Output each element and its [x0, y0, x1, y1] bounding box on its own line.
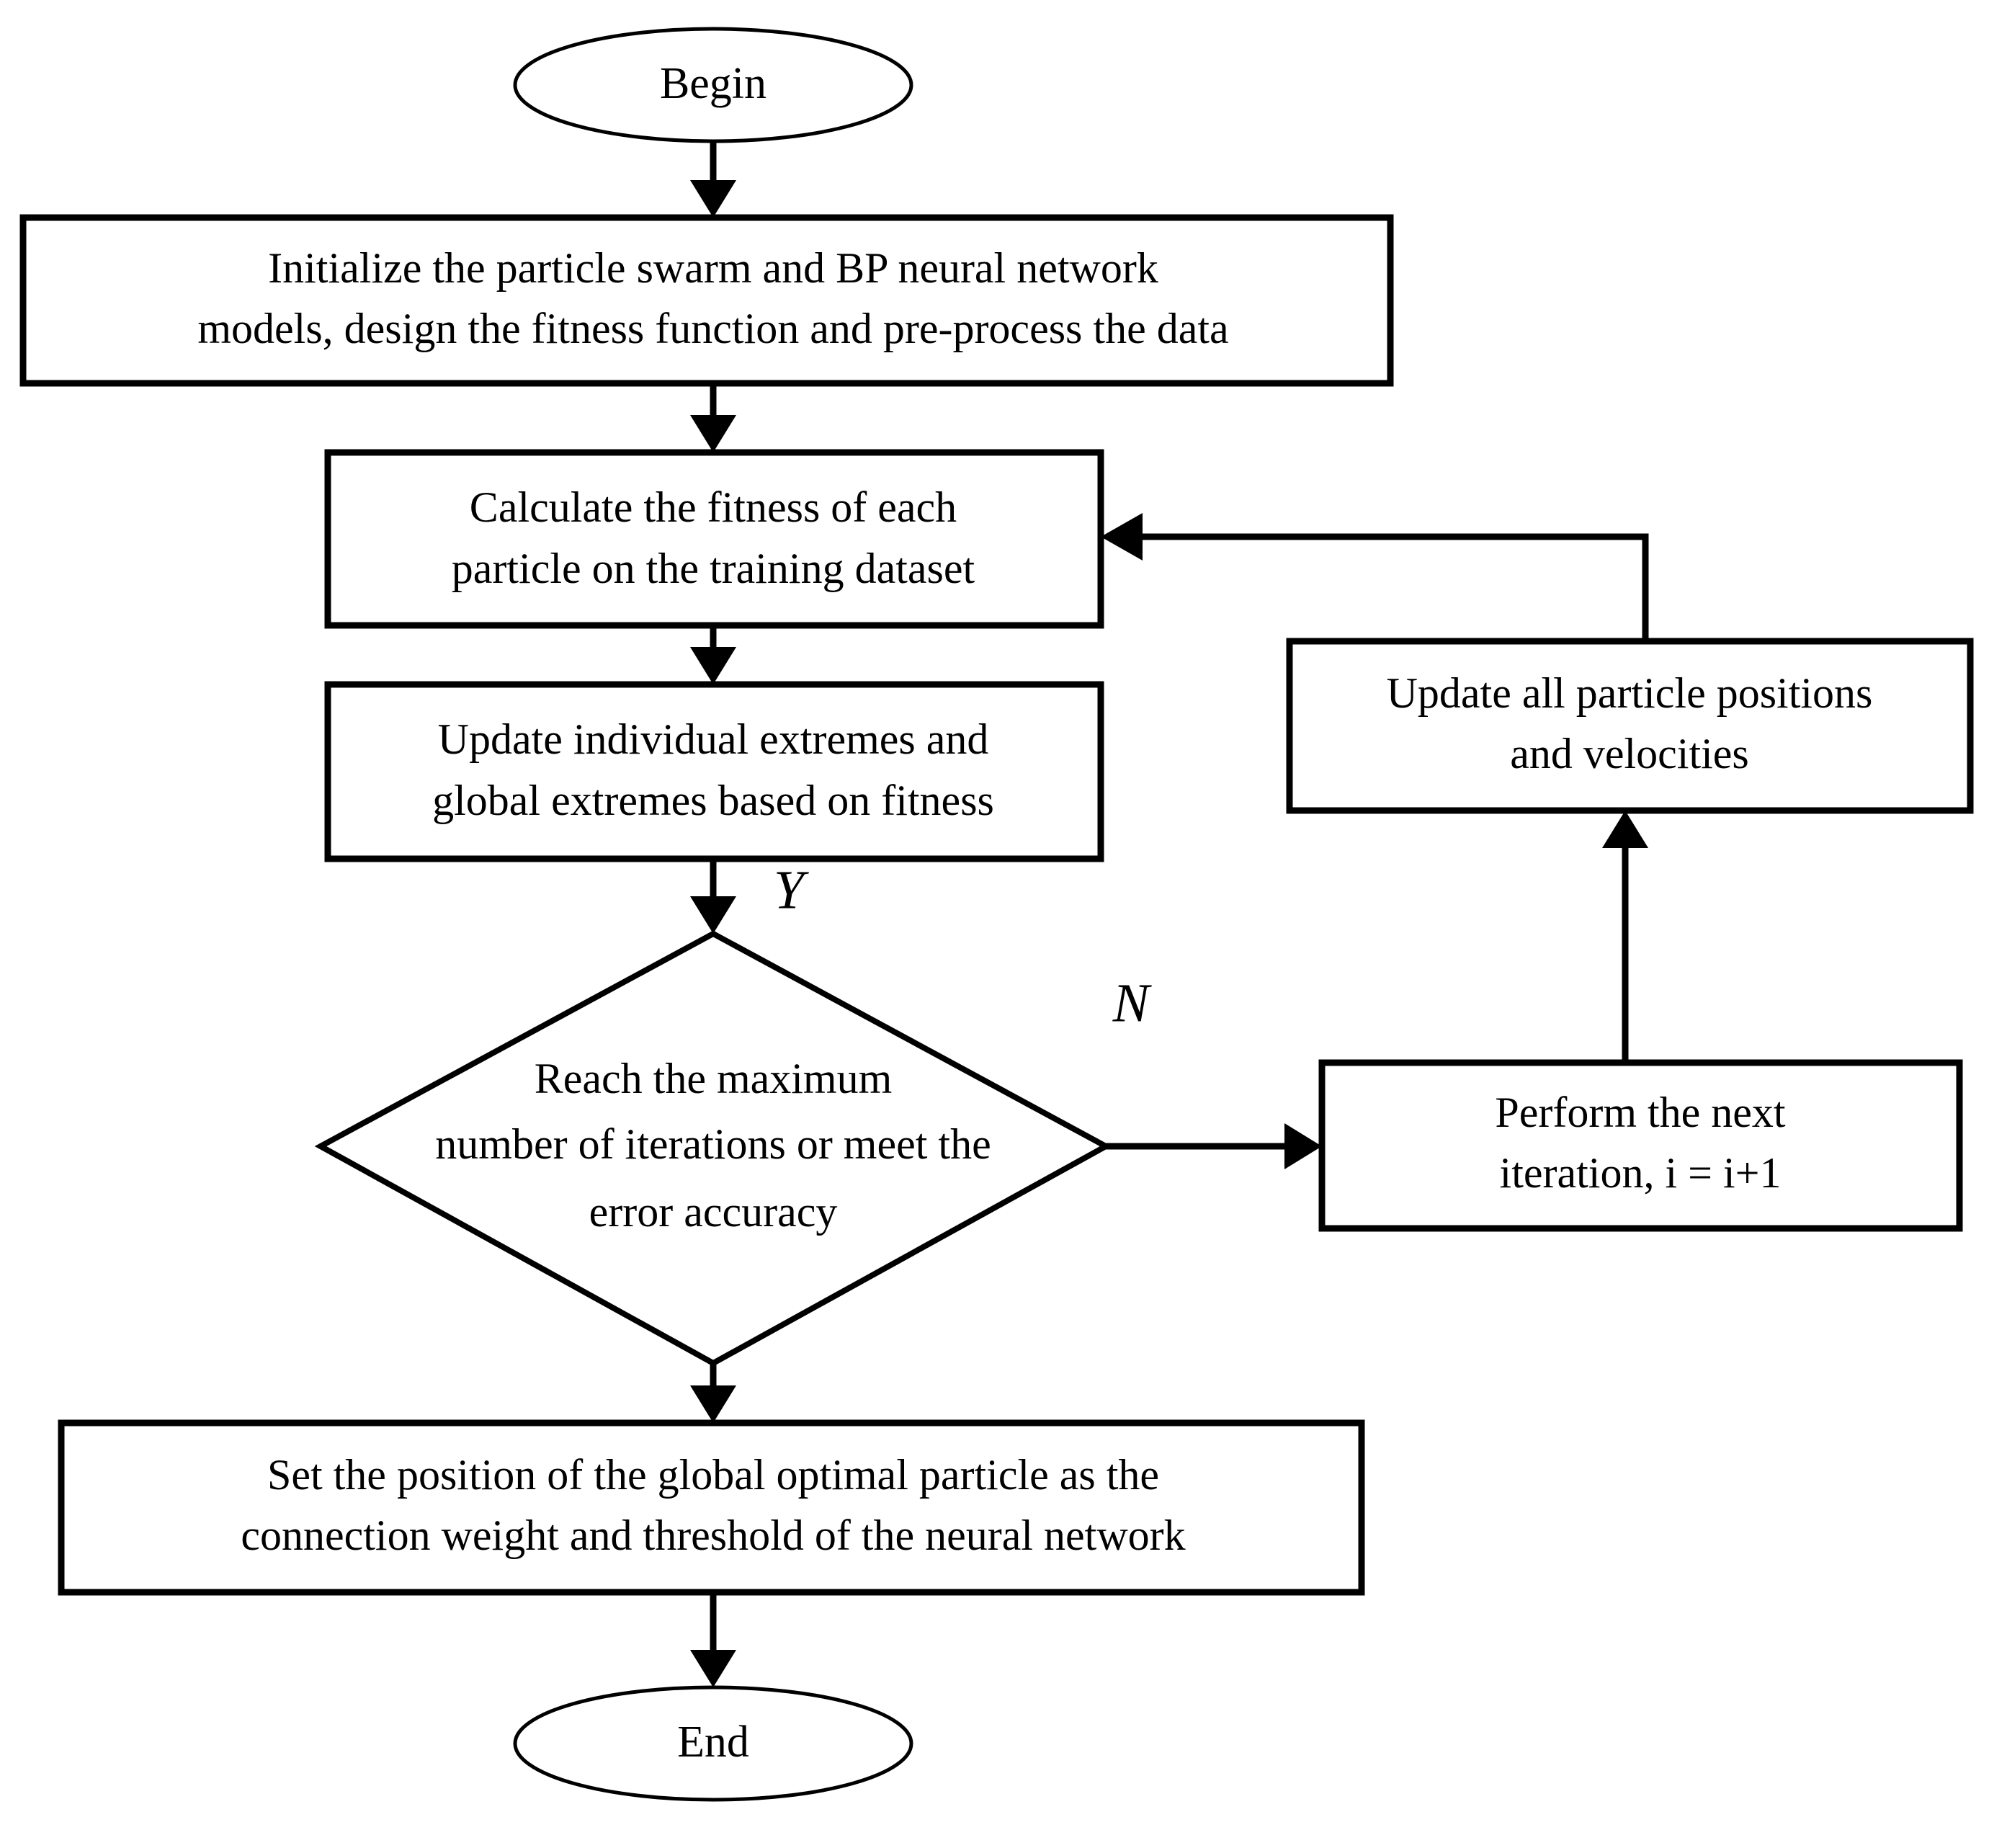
node-calculate-fitness-line1: Calculate the fitness of each [470, 483, 957, 531]
node-set-position-line1: Set the position of the global optimal p… [267, 1451, 1159, 1499]
edge-begin-to-initialize [690, 141, 736, 218]
node-decision-line1: Reach the maximum [535, 1055, 893, 1102]
node-begin-label: Begin [660, 59, 766, 108]
edge-initialize-to-calculate-fitness [690, 383, 736, 452]
node-end-label: End [677, 1718, 749, 1767]
node-next-iteration[interactable]: Perform the next iteration, i = i+1 [1318, 1059, 1963, 1232]
edge-label-no: N [1112, 973, 1153, 1033]
node-update-extremes[interactable]: Update individual extremes and global ex… [324, 681, 1104, 862]
node-decision[interactable]: Reach the maximum number of iterations o… [314, 930, 1112, 1367]
node-next-iteration-line1: Perform the next [1495, 1089, 1786, 1136]
node-update-particles[interactable]: Update all particle positions and veloci… [1286, 638, 1974, 814]
edge-label-yes: Y [774, 860, 810, 920]
edge-decision-to-set-position [690, 1363, 736, 1423]
node-update-particles-line1: Update all particle positions [1387, 669, 1873, 717]
edge-update-particles-to-calculate-fitness [1101, 513, 1649, 641]
node-calculate-fitness[interactable]: Calculate the fitness of each particle o… [324, 449, 1104, 629]
edge-update-extremes-to-decision [690, 859, 736, 934]
node-update-extremes-line2: global extremes based on fitness [432, 777, 994, 824]
node-set-position-line2: connection weight and threshold of the n… [241, 1512, 1185, 1559]
node-decision-line2: number of iterations or meet the [435, 1120, 991, 1168]
node-initialize-line2: models, design the fitness function and … [197, 305, 1228, 352]
node-set-position[interactable]: Set the position of the global optimal p… [58, 1419, 1365, 1596]
edge-calculate-fitness-to-update-extremes [690, 625, 736, 684]
node-update-extremes-line1: Update individual extremes and [438, 715, 989, 763]
node-initialize[interactable]: Initialize the particle swarm and BP neu… [19, 214, 1394, 387]
node-update-particles-line2: and velocities [1510, 730, 1749, 777]
edge-decision-to-next-iteration [1106, 1123, 1322, 1169]
edge-next-iteration-to-update-particles [1602, 811, 1648, 1063]
edge-set-position-to-end [690, 1592, 736, 1687]
node-calculate-fitness-line2: particle on the training dataset [452, 545, 975, 592]
node-decision-line3: error accuracy [589, 1188, 838, 1236]
node-next-iteration-line2: iteration, i = i+1 [1500, 1149, 1782, 1197]
node-end[interactable]: End [513, 1685, 913, 1802]
node-begin[interactable]: Begin [513, 27, 913, 143]
node-initialize-line1: Initialize the particle swarm and BP neu… [268, 244, 1158, 292]
